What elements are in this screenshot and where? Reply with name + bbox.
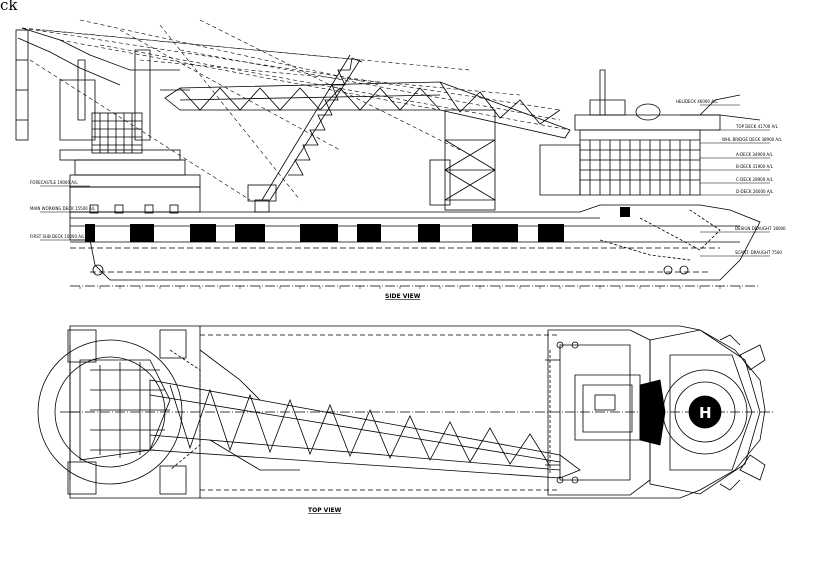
top-view-superstructure (545, 329, 651, 496)
crane-base (37, 329, 187, 495)
draught-label-scantling: SCANT. DRAUGHT 7500 (735, 250, 782, 255)
side-view-title: SIDE VIEW (385, 293, 421, 300)
deck-label-main-working-deck: MAIN WORKING DECK 15500 A/L (30, 206, 96, 211)
pedestal-tower (429, 109, 496, 211)
crane-tower (15, 27, 190, 141)
deck-label-bridge-deck: WHL BRIDGE DECK 38900 A/L (722, 137, 783, 142)
side-view: HELIDECK 46000 A/L TOP DECK 41700 A/L WH… (15, 19, 786, 300)
top-view: H TOP VIEW (37, 325, 775, 514)
deck-label-forecastle: FORECASTLE 19000 A/L (30, 180, 78, 185)
top-view-title: TOP VIEW (308, 507, 342, 514)
crane-rigging-lines (21, 19, 571, 201)
deck-label-a-deck: A-DECK 34900 A/L (736, 152, 773, 157)
helipad-letter: H (699, 404, 712, 422)
left-deck-labels: FORECASTLE 19000 A/L MAIN WORKING DECK 1… (30, 180, 96, 239)
frame-ticks (79, 286, 741, 289)
corner-text: ck (0, 0, 18, 14)
deck-leader-lines (40, 104, 770, 257)
winch-house (59, 112, 201, 214)
draught-label-design: DESIGN DRAUGHT 18000 (735, 226, 786, 231)
deck-label-d-deck: D-DECK 26000 A/L (736, 189, 774, 194)
boom-truss (164, 81, 571, 139)
deck-label-c-deck: C-DECK 28900 A/L (736, 177, 774, 182)
deck-label-helideck: HELIDECK 46000 A/L (676, 99, 718, 104)
deck-label-b-deck: B-DECK 31900 A/L (736, 164, 774, 169)
superstructure (539, 69, 761, 196)
secondary-crane (247, 54, 363, 213)
bow-helideck (639, 329, 766, 495)
hull-tanks (85, 207, 630, 242)
hull (69, 204, 761, 287)
top-view-boom (149, 349, 581, 479)
deck-label-first-sub-deck: FIRST SUB DECK 10000 A/L (30, 234, 85, 239)
top-view-hull (60, 325, 775, 499)
deck-labels: HELIDECK 46000 A/L TOP DECK 41700 A/L WH… (676, 99, 786, 255)
deck-label-top-deck: TOP DECK 41700 A/L (735, 124, 779, 129)
